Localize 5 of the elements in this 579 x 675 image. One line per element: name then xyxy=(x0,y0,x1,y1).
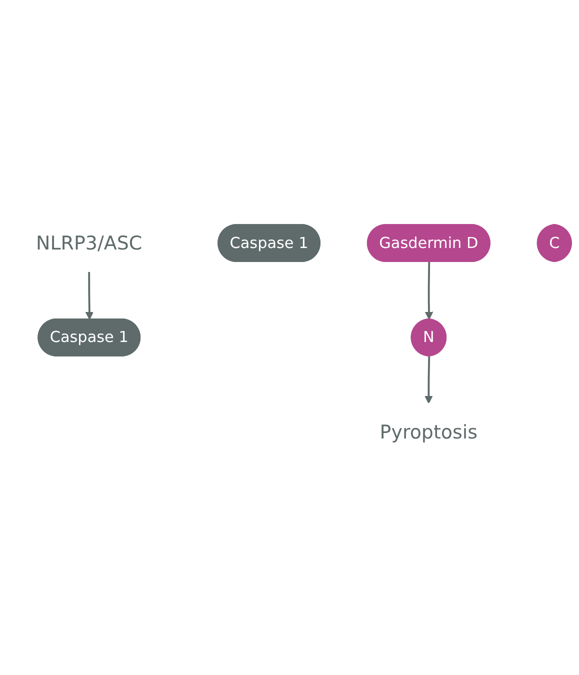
arrow xyxy=(85,272,94,320)
node-text: Pyroptosis xyxy=(380,420,478,444)
arrow xyxy=(424,262,434,320)
node-text: NLRP3/ASC xyxy=(36,232,142,254)
arrow xyxy=(424,356,433,404)
